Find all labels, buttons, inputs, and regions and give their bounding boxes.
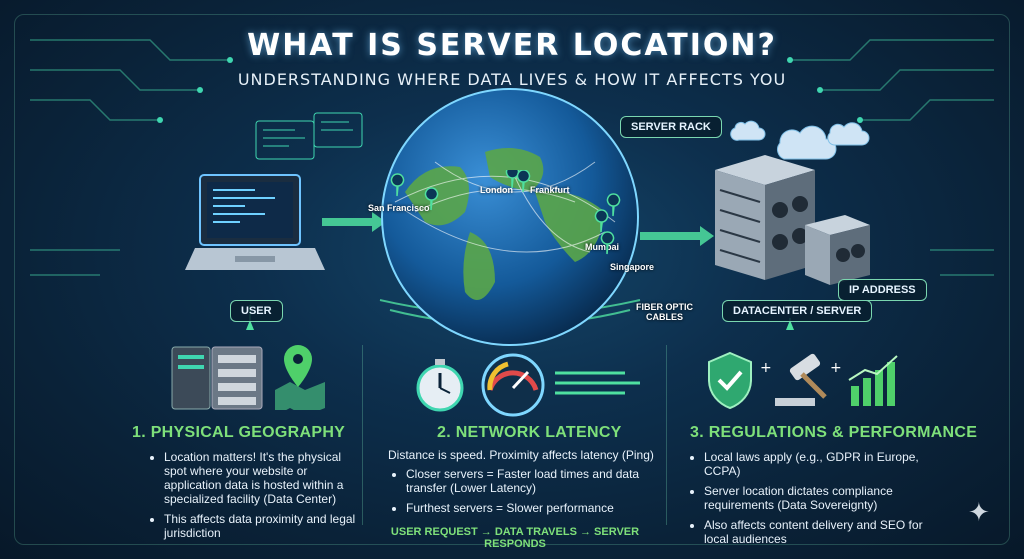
- section-1-bullet: Location matters! It's the physical spot…: [164, 450, 364, 506]
- server-rack-label: SERVER RACK: [620, 116, 722, 138]
- section-3-bullets: Local laws apply (e.g., GDPR in Europe, …: [690, 450, 944, 552]
- divider-left: [362, 345, 363, 525]
- plus-sign-1: +: [760, 360, 772, 376]
- section-2-intro: Distance is speed. Proximity affects lat…: [388, 448, 654, 462]
- speedometer-icon: [481, 353, 545, 417]
- code-panel-icon: [255, 120, 315, 160]
- datacenter-label: DATACENTER / SERVER: [722, 300, 873, 322]
- section-1-bullets: Location matters! It's the physical spot…: [150, 450, 364, 546]
- location-pin-icons: [390, 170, 621, 255]
- city-label-frankfurt: Frankfurt: [530, 185, 570, 195]
- section-3-bullet: Also affects content delivery and SEO fo…: [704, 518, 944, 546]
- gavel-icon: [775, 353, 827, 406]
- section-3-bullet: Local laws apply (e.g., GDPR in Europe, …: [704, 450, 944, 478]
- city-label-singapore: Singapore: [610, 262, 655, 272]
- growth-chart-icon: [848, 355, 898, 406]
- laptop-icon: [185, 174, 325, 270]
- page-subtitle: UNDERSTANDING WHERE DATA LIVES & HOW IT …: [237, 70, 787, 89]
- speed-lines-icon: [555, 371, 640, 395]
- section-2-title: 2. NETWORK LATENCY: [437, 424, 622, 441]
- city-label-london: London: [480, 185, 513, 195]
- cloud-icons: [730, 120, 870, 160]
- section-2-bullets: Closer servers = Faster load times and d…: [392, 467, 656, 521]
- shield-check-icon: [708, 351, 752, 410]
- section-2-bullet: Closer servers = Faster load times and d…: [406, 467, 656, 495]
- server-stack-icon: [171, 346, 263, 410]
- fiber-optic-label: FIBER OPTIC CABLES: [636, 302, 694, 322]
- divider-right: [666, 345, 667, 525]
- section-3-bullet: Server location dictates compliance requ…: [704, 484, 944, 512]
- section-1-bullet: This affects data proximity and legal ju…: [164, 512, 364, 540]
- section-2-bullet: Furthest servers = Slower performance: [406, 501, 656, 515]
- globe-icon: [381, 88, 639, 346]
- sparkle-icon: ✦: [968, 498, 990, 528]
- stopwatch-icon: [416, 359, 464, 412]
- request-flow-caption: USER REQUEST → DATA TRAVELS → SERVER RES…: [390, 526, 640, 550]
- city-label-mumbai: Mumbai: [585, 242, 620, 252]
- user-label: USER: [230, 300, 283, 322]
- city-label-san-francisco: San Francisco: [368, 203, 430, 213]
- window-panel-icon: [313, 112, 363, 148]
- server-rack-icon: [715, 155, 870, 285]
- map-pin-icon: [275, 345, 325, 410]
- section-3-title: 3. REGULATIONS & PERFORMANCE: [690, 424, 978, 441]
- ip-address-label: IP ADDRESS: [838, 279, 927, 301]
- page-title: WHAT IS SERVER LOCATION?: [247, 28, 777, 63]
- section-1-title: 1. PHYSICAL GEOGRAPHY: [132, 424, 346, 441]
- plus-sign-2: +: [830, 360, 842, 376]
